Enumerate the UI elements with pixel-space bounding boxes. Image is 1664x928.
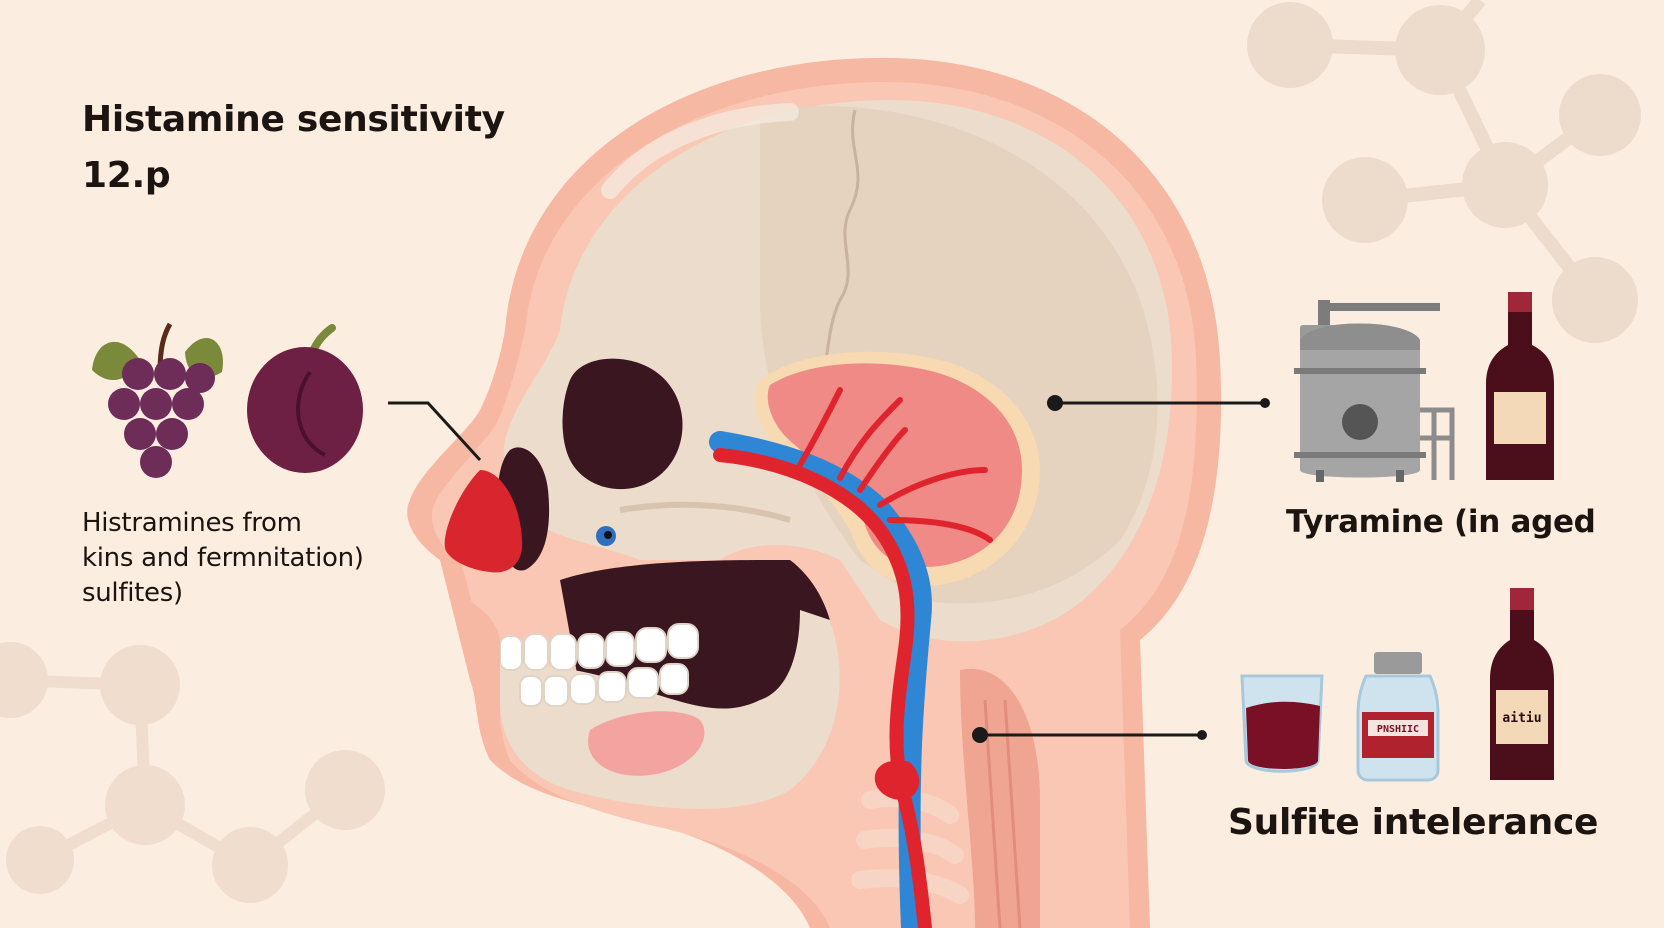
blood-vessels (709, 387, 993, 928)
wine-bottle-icon (1486, 292, 1554, 480)
plum-icon (247, 324, 363, 473)
grapes-icon (92, 322, 223, 478)
lower-teeth (519, 663, 689, 707)
sulfite-caption: Sulfite intelerance (1228, 802, 1599, 843)
connector-neck-start-dot (972, 727, 988, 743)
histamine-caption: Histramines from kins and fermnitation) … (82, 506, 364, 611)
connector-brain-start-dot (1047, 395, 1063, 411)
fermentation-tank-icon (1294, 300, 1455, 482)
tongue (588, 711, 705, 776)
connector-lines (388, 401, 1265, 737)
medicine-bottle-icon: PNSHIIC (1356, 652, 1440, 782)
cranial-suture (813, 109, 860, 401)
upper-teeth (499, 623, 699, 671)
histamine-caption-line-2: kins and fermnitation) (82, 543, 364, 573)
page-title: Histamine sensitivity 12.p (82, 92, 505, 204)
histamine-caption-line-1: Histramines from (82, 508, 302, 538)
eye-socket (562, 358, 683, 490)
molecule-decoration-bottom-left (0, 642, 385, 903)
artery-branches (797, 387, 993, 543)
title-line-1: Histamine sensitivity (82, 99, 505, 140)
wine-bottle-label: aitiu (1502, 711, 1541, 726)
vein (709, 431, 932, 928)
nose-highlight (444, 470, 523, 573)
connector-brain-end-dot (1260, 398, 1270, 408)
connector-neck-end-dot (1197, 730, 1207, 740)
tyramine-caption: Tyramine (in aged (1286, 504, 1596, 540)
mandible (500, 610, 840, 809)
artery (713, 448, 932, 928)
wine-bottle-icon-bottom: aitiu (1490, 588, 1554, 780)
title-line-2: 12.p (82, 155, 171, 196)
molecule-decoration-top-right (1247, 0, 1641, 343)
medicine-bottle-label: PNSHIIC (1377, 724, 1419, 735)
connector-nose (388, 401, 482, 462)
wine-glass-icon (1240, 674, 1324, 773)
histamine-caption-line-3: sulfites) (82, 578, 183, 608)
